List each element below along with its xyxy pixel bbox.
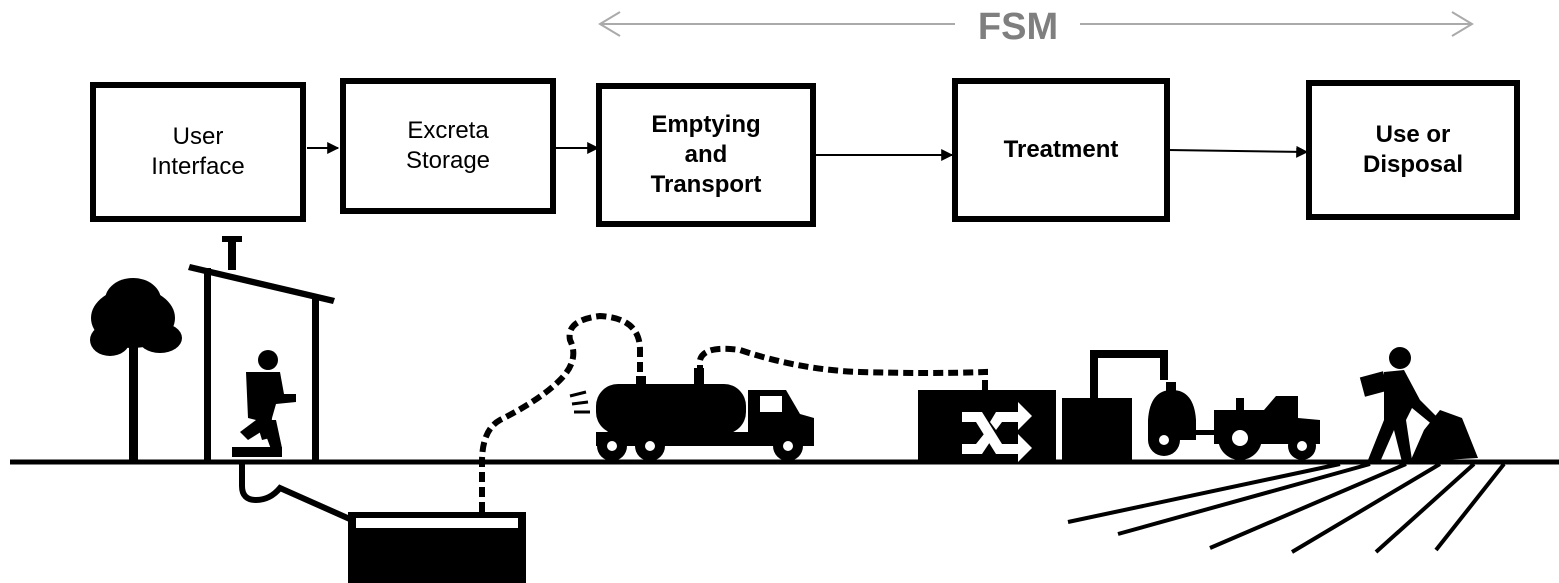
stage-treatment: Treatment	[952, 78, 1170, 222]
treatment-plant-icon	[918, 350, 1168, 462]
stage-label: Use or Disposal	[1362, 121, 1464, 178]
drop-pipe	[239, 462, 354, 523]
flow-arrows	[307, 142, 1309, 161]
flow-arrow-4	[1167, 145, 1309, 158]
fsm-span-arrow	[598, 11, 1474, 37]
pit-tank-icon	[348, 512, 526, 583]
tree-icon	[90, 278, 182, 462]
stage-user-interface: User Interface	[90, 82, 306, 222]
stage-label: User Interface	[151, 123, 245, 180]
farmer-icon	[1359, 347, 1478, 462]
fsm-label: FSM	[960, 4, 1076, 50]
vacuum-truck-icon	[569, 368, 814, 461]
stage-emptying-transport: Emptying and Transport	[596, 83, 816, 227]
stage-excreta-storage: Excreta Storage	[340, 78, 556, 214]
stage-label: Emptying and Transport	[650, 111, 762, 198]
latrine-icon	[188, 236, 335, 462]
ploughed-field-icon	[1067, 462, 1506, 554]
stage-label: Treatment	[1003, 136, 1119, 163]
suction-hose	[479, 312, 988, 512]
squatting-person-icon	[232, 350, 296, 457]
tractor-icon	[1148, 382, 1320, 460]
stage-use-disposal: Use or Disposal	[1306, 80, 1520, 220]
stage-label: Excreta Storage	[405, 117, 491, 174]
